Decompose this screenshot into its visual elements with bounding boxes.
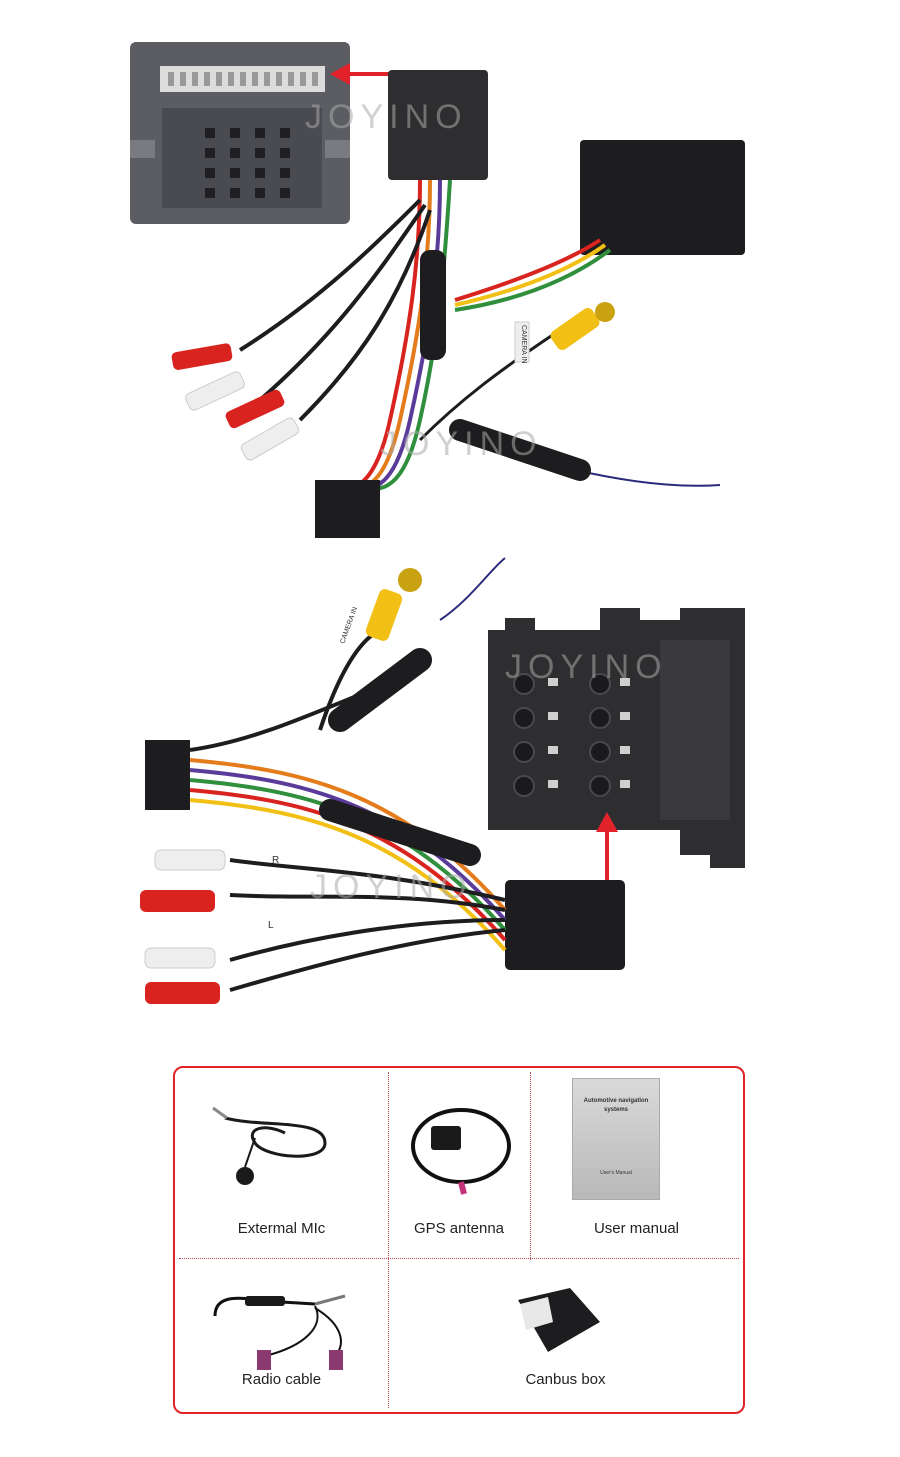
harness-illustration-bottom bbox=[140, 557, 745, 1004]
iso-connector-zoom bbox=[488, 608, 745, 868]
manual-subtitle: User's Manual bbox=[600, 1170, 632, 1176]
inline-fuse bbox=[420, 250, 446, 360]
inline-fuse-bottom bbox=[328, 648, 432, 732]
accessory-label: Extermal MIc bbox=[237, 1220, 326, 1237]
sticker-r-text: R bbox=[272, 855, 280, 866]
iso-plug-female bbox=[505, 880, 625, 970]
radio-cable-icon bbox=[213, 1294, 346, 1370]
divider bbox=[530, 1072, 531, 1260]
accessory-canbus-box: Canbus box bbox=[388, 1258, 743, 1412]
antenna-amplifier-bottom bbox=[319, 799, 481, 866]
accessory-user-manual: Automotive navigation systems User's Man… bbox=[530, 1068, 743, 1258]
microphone-icon bbox=[212, 1106, 327, 1185]
harness-photo-top: JOYINO JOYINO CAMERA IN bbox=[0, 0, 900, 550]
antenna-amplifier bbox=[449, 419, 591, 481]
gps-antenna-icon bbox=[411, 1108, 511, 1195]
accessory-gps-antenna: GPS antenna bbox=[388, 1068, 530, 1258]
manual-icon: Automotive navigation systems User's Man… bbox=[572, 1078, 660, 1200]
rca-plugs bbox=[171, 302, 615, 461]
divider bbox=[388, 1072, 389, 1408]
accessory-label: Radio cable bbox=[241, 1371, 322, 1388]
divider bbox=[179, 1258, 739, 1259]
camera-sticker-text: CAMERA IN bbox=[520, 325, 527, 364]
accessory-label: GPS antenna bbox=[413, 1220, 505, 1237]
quadlock-plug bbox=[145, 740, 190, 810]
canbus-box-icon bbox=[518, 1288, 600, 1352]
accessory-label: Canbus box bbox=[525, 1371, 606, 1388]
accessory-external-mic: Extermal MIc bbox=[175, 1068, 388, 1258]
watermark-bottom-2: JOYINO bbox=[310, 868, 473, 906]
manual-title: Automotive navigation systems bbox=[583, 1098, 649, 1113]
rca-plugs-bottom bbox=[140, 568, 422, 1004]
harness-connector bbox=[388, 70, 488, 180]
harness-photo-bottom: JOYINO JOYINO CAMERA IN R L bbox=[0, 550, 900, 1060]
watermark-top-1: JOYINO bbox=[305, 98, 468, 136]
harness-illustration-top bbox=[130, 42, 745, 538]
iso-plug bbox=[315, 480, 380, 538]
accessory-radio-cable: Radio cable bbox=[175, 1258, 388, 1412]
accessories-panel: Extermal MIc GPS antenna Automotive navi… bbox=[173, 1066, 745, 1414]
quadlock-connector-zoom bbox=[130, 42, 350, 224]
sticker-l-text: L bbox=[268, 920, 274, 931]
watermark-top-2: JOYINO bbox=[380, 425, 543, 463]
canbus-box bbox=[580, 140, 745, 255]
watermark-bottom-1: JOYINO bbox=[505, 648, 668, 686]
camera-sticker bbox=[514, 321, 530, 363]
accessory-label: User manual bbox=[593, 1220, 680, 1237]
